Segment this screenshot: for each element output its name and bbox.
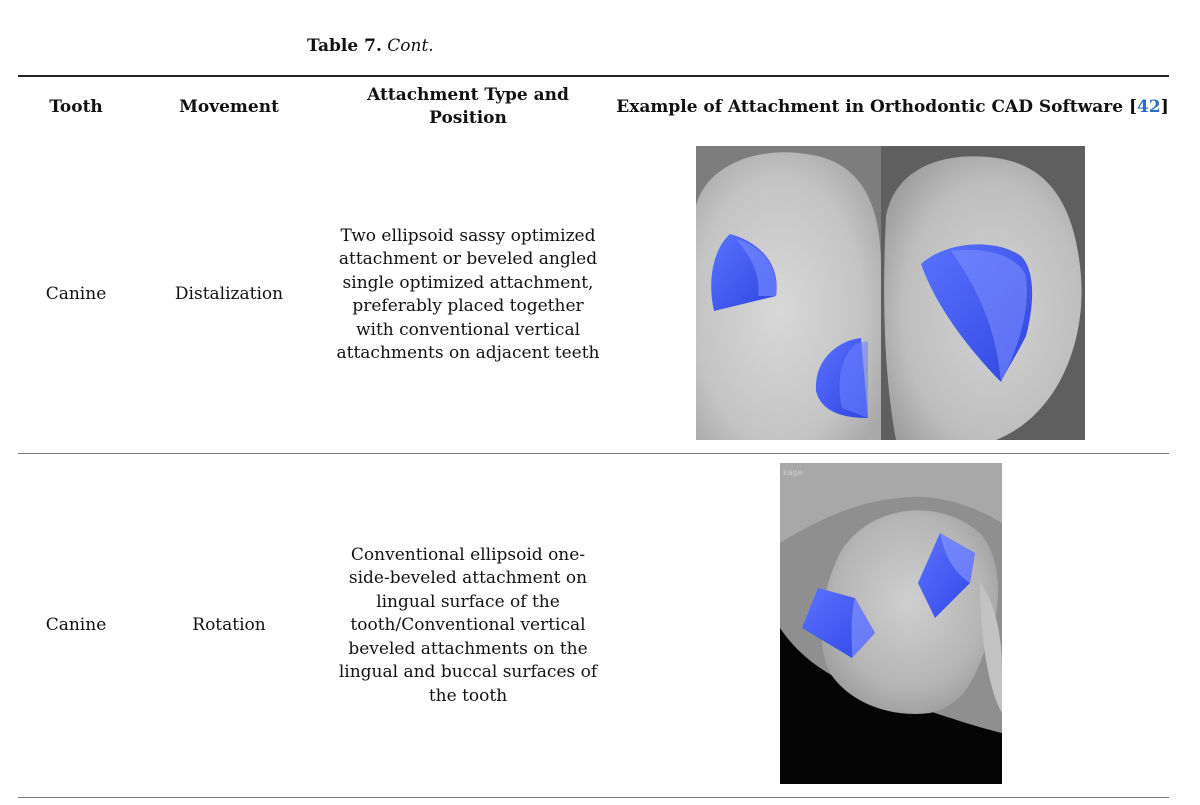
row1-tooth: Canine bbox=[45, 284, 107, 305]
row2-attachment: Conventional ellipsoid one-side-beveled … bbox=[338, 544, 598, 706]
top-rule bbox=[18, 75, 1169, 77]
header-tooth: Tooth bbox=[49, 96, 103, 117]
header-movement: Movement bbox=[179, 96, 279, 117]
reference-link[interactable]: 42 bbox=[1137, 96, 1161, 117]
bottom-rule bbox=[18, 797, 1169, 798]
header-example-text: Example of Attachment in Orthodontic CAD… bbox=[616, 96, 1138, 117]
row2-movement: Rotation bbox=[192, 615, 266, 636]
header-attachment: Attachment Type and Position bbox=[367, 85, 569, 128]
row1-movement: Distalization bbox=[174, 284, 284, 305]
header-example-close: ] bbox=[1160, 96, 1169, 117]
table-caption: Table 7. Cont. bbox=[307, 36, 434, 56]
row1-attachment: Two ellipsoid sassy optimized attachment… bbox=[336, 225, 600, 364]
row2-tooth: Canine bbox=[45, 615, 107, 636]
table-label: Table 7. bbox=[307, 36, 382, 56]
row-divider bbox=[18, 453, 1169, 454]
table-cont: Cont. bbox=[387, 36, 434, 56]
watermark-text: kage bbox=[783, 468, 802, 477]
row1-attachment-image bbox=[696, 146, 1085, 440]
header-example: Example of Attachment in Orthodontic CAD… bbox=[615, 82, 1170, 132]
row2-attachment-image: kage bbox=[780, 463, 1002, 784]
